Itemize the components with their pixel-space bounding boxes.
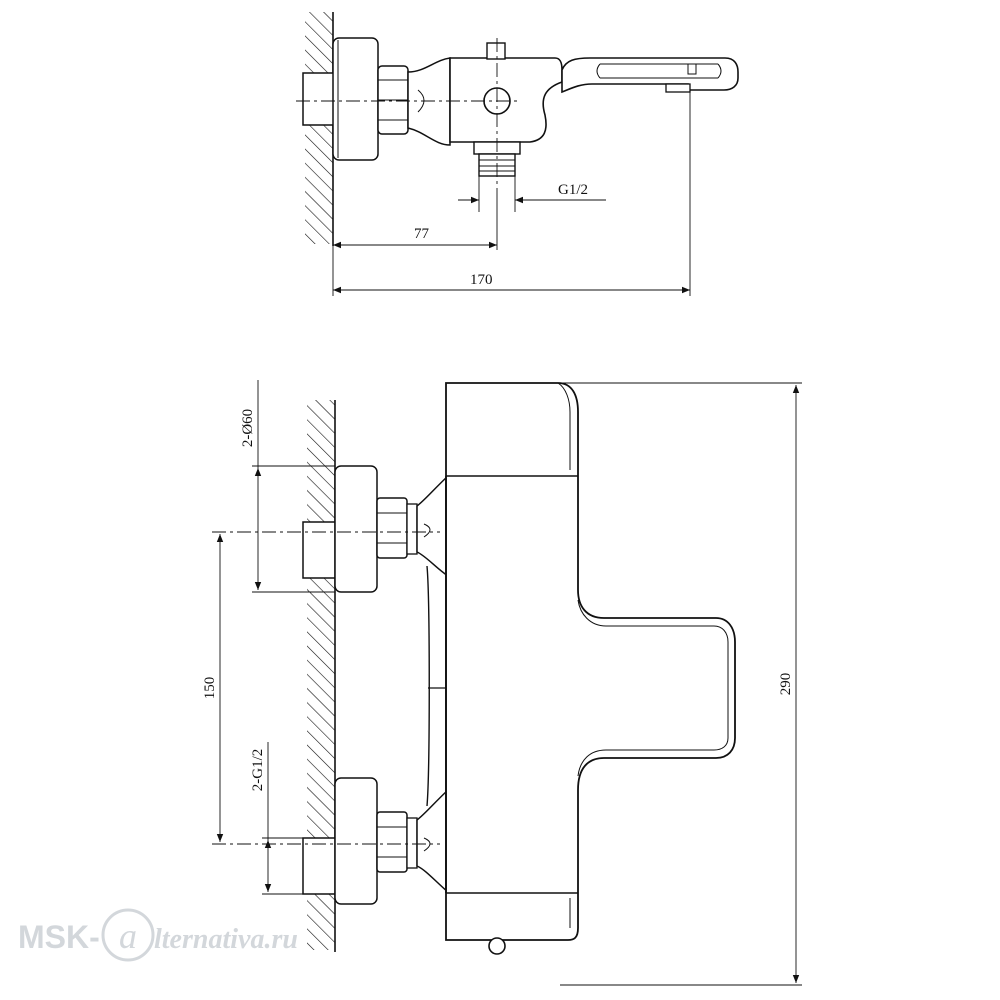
watermark-circled-letter: a xyxy=(119,916,137,956)
dim-2g12-label: 2-G1/2 xyxy=(250,749,266,792)
dim-77-label: 77 xyxy=(414,226,430,242)
watermark-suffix: lternativa.ru xyxy=(154,924,298,955)
bottom-outlet-hole xyxy=(488,937,506,955)
top-adapter xyxy=(407,57,451,146)
dim-150-label: 150 xyxy=(202,677,218,700)
upper-pipe-stub xyxy=(302,521,336,579)
top-pipe-stub xyxy=(302,72,336,126)
upper-nut xyxy=(376,497,408,559)
top-wall-hatch xyxy=(305,12,333,244)
lower-ring xyxy=(406,817,418,869)
lower-flange xyxy=(334,777,378,905)
top-view: G1/2 77 170 xyxy=(296,12,739,296)
upper-flange xyxy=(334,465,378,593)
connector-bar xyxy=(426,565,430,807)
watermark-prefix: MSK- xyxy=(18,919,100,955)
top-spout xyxy=(561,57,739,94)
upper-adapter xyxy=(416,474,449,578)
watermark-circle xyxy=(101,908,155,962)
dim-d60-label: 2-Ø60 xyxy=(240,409,256,447)
upper-ring xyxy=(406,503,418,555)
top-spout-tip xyxy=(665,83,691,93)
front-view: 2-Ø60 150 2-G1/2 290 xyxy=(202,380,802,986)
mixer-body xyxy=(445,382,736,941)
dim-g12-label: G1/2 xyxy=(558,182,588,198)
lower-nut xyxy=(376,811,408,873)
watermark: MSK- a lternativa.ru xyxy=(18,908,298,962)
lower-adapter xyxy=(416,788,449,894)
lower-pipe-stub xyxy=(302,837,336,895)
top-nipple xyxy=(486,42,506,60)
dim-170-label: 170 xyxy=(470,272,493,288)
top-flange xyxy=(332,37,379,161)
dim-290-label: 290 xyxy=(778,673,794,696)
